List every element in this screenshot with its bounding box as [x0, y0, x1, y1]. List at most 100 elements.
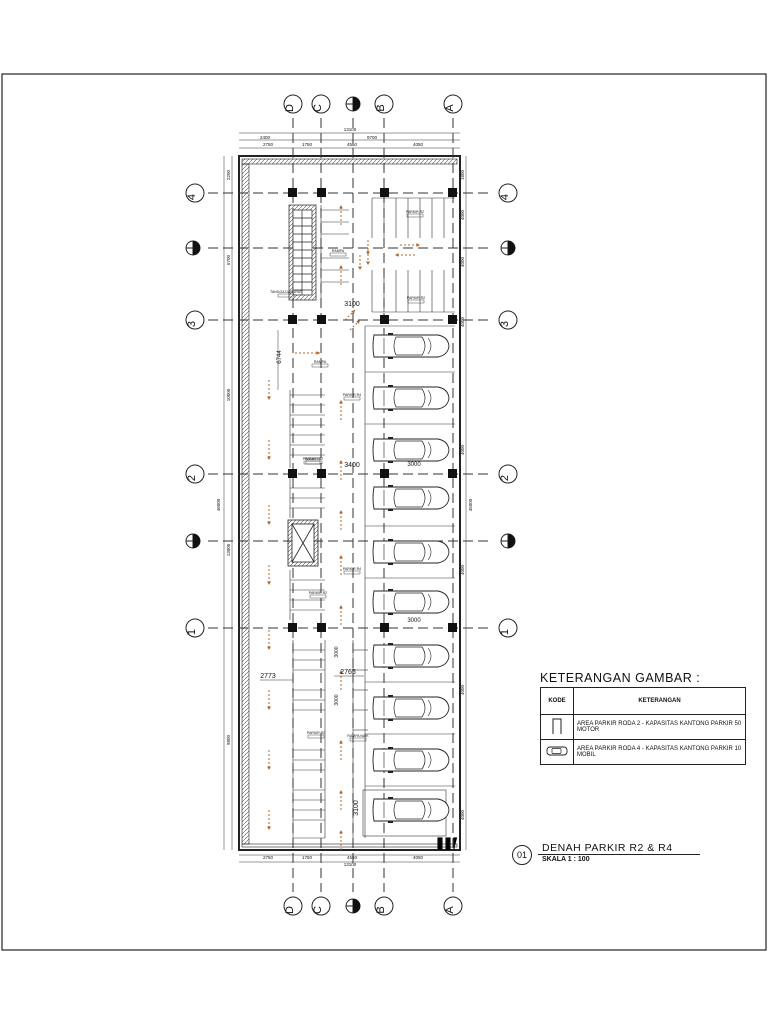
car-icon [372, 436, 450, 464]
arrowhead-icon [339, 740, 343, 744]
dimension-text: 3000 [407, 462, 421, 468]
grid-bubble [498, 464, 518, 484]
grid-bubble [185, 464, 205, 484]
dimension-text: 2765 [340, 669, 356, 676]
arrowhead-icon [339, 265, 343, 269]
traffic-arrows [267, 205, 420, 850]
grid-label: D [284, 104, 296, 112]
dimension-text: 3000 [334, 646, 340, 657]
car-icon [372, 642, 450, 670]
dimension-text: 45000 [468, 498, 473, 511]
grid-label: B [375, 104, 387, 111]
legend-row: AREA PARKIR RODA 2 - KAPASITAS KANTONG P… [540, 714, 746, 740]
dimension-text: 4000 [460, 209, 465, 220]
arrowhead-icon [339, 830, 343, 834]
label-tag [406, 213, 424, 218]
grid-bubble [311, 94, 331, 114]
sub-grid-fill-icon [353, 899, 360, 913]
dimension-text: 4000 [460, 564, 465, 575]
dimension-text: 4050 [413, 855, 424, 860]
dimension-text: 2773 [260, 673, 276, 680]
grid-bubble [374, 896, 394, 916]
label-tag [305, 460, 323, 465]
label-tag [309, 594, 327, 599]
car-icon [372, 588, 450, 616]
grid-label: 3 [499, 321, 511, 327]
sub-grid-fill-icon [353, 97, 360, 111]
grid-label: 4 [186, 194, 198, 200]
dimension-text: 2400 [260, 135, 271, 140]
label-tag [311, 363, 329, 368]
car-icon [372, 332, 450, 360]
dimension-text: 13100 [344, 127, 357, 132]
grid-bubble [311, 896, 331, 916]
grid-bubble [498, 183, 518, 203]
left-wall-hatch [241, 163, 250, 845]
arrowhead-icon [339, 400, 343, 404]
dimension-text: 13100 [344, 862, 357, 867]
legend-row-desc: AREA PARKIR RODA 4 - KAPASITAS KANTONG P… [573, 739, 746, 765]
arrowhead-icon [267, 581, 271, 585]
arrowhead-icon [358, 266, 362, 270]
dimension-text: 4000 [460, 809, 465, 820]
arrowhead-icon [366, 261, 370, 265]
arrowhead-icon [395, 253, 399, 257]
grid-bubble [185, 618, 205, 638]
dimension-text: 2750 [263, 855, 274, 860]
legend-row: AREA PARKIR RODA 4 - KAPASITAS KANTONG P… [540, 739, 746, 765]
arrowhead-icon [339, 205, 343, 209]
outer-wall [238, 155, 461, 851]
grid-label: 2 [499, 475, 511, 481]
dimension-text: 4550 [347, 142, 358, 147]
drawing-scale: SKALA 1 : 100 [542, 856, 590, 863]
legend-col-desc: KETERANGAN [573, 687, 746, 715]
space-label: TANGGA DARURAT [270, 290, 303, 294]
arrowhead-icon [267, 521, 271, 525]
label-tag [329, 252, 347, 257]
legend-row-desc: AREA PARKIR RODA 2 - KAPASITAS KANTONG P… [573, 714, 746, 740]
label-tag [343, 570, 361, 575]
title-underline [538, 854, 700, 855]
dimension-text: 1800 [460, 169, 465, 180]
dimension-text: 4000 [460, 684, 465, 695]
grid-bubble [498, 618, 518, 638]
space-label: RAMPA NAIK [347, 734, 369, 738]
arrowhead-icon [267, 826, 271, 830]
arrowhead-icon [366, 251, 370, 255]
legend-table: KODE KETERANGAN AREA PARKIR RODA 2 - KAP… [540, 687, 746, 765]
arrowhead-icon [339, 555, 343, 559]
arrowhead-icon [339, 605, 343, 609]
grid-bubble [283, 94, 303, 114]
motorcycle-slot-icon [540, 714, 574, 740]
arrowhead-icon [339, 460, 343, 464]
grid-label: 1 [499, 629, 511, 635]
sub-grid-fill-icon [508, 241, 515, 255]
label-tag [349, 737, 367, 742]
arrowhead-icon [267, 646, 271, 650]
dimension-text: 46000 [216, 498, 221, 511]
ramp-void [287, 519, 319, 567]
dimension-text: 3100 [353, 800, 360, 816]
dimension-text: 4000 [460, 256, 465, 267]
dimension-text: 4550 [347, 855, 358, 860]
dimension-text: 3400 [344, 462, 360, 469]
grid-label: 1 [186, 629, 198, 635]
arrowhead-icon [267, 766, 271, 770]
motor-stalls [289, 205, 368, 839]
space-label: RAMPA [332, 249, 345, 253]
grid-label: B [375, 906, 387, 913]
arrowhead-icon [351, 310, 355, 314]
arrowhead-icon [339, 510, 343, 514]
label-tag [307, 734, 325, 739]
grid-label: 3 [186, 321, 198, 327]
car-icon [372, 796, 450, 824]
dimension-text: 1750 [302, 855, 313, 860]
grid-bubble [443, 896, 463, 916]
dimension-text: 3000 [334, 694, 340, 705]
grid-bubble [498, 310, 518, 330]
dimension-text: 4000 [460, 316, 465, 327]
legend-col-code: KODE [540, 687, 574, 715]
